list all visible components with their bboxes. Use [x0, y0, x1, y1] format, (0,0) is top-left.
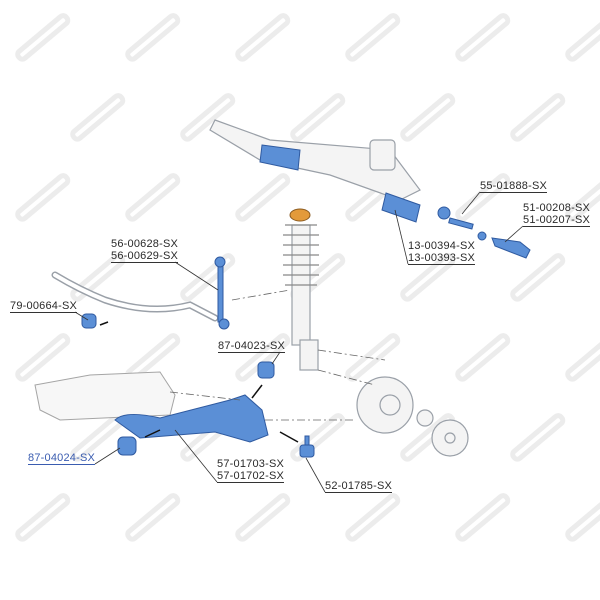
watermark-mark	[455, 333, 511, 382]
watermark-mark	[345, 493, 401, 542]
watermark-mark	[235, 493, 291, 542]
arm-bushing-front	[257, 361, 275, 379]
label-tie-rod: 55-01888-SX	[480, 180, 548, 193]
watermark-mark	[180, 93, 236, 142]
strut-spring	[283, 224, 319, 371]
watermark-mark	[15, 493, 71, 542]
watermark-mark	[290, 93, 346, 142]
watermark-mark	[15, 173, 71, 222]
watermark-mark	[125, 13, 181, 62]
watermark-mark	[70, 93, 126, 142]
watermark-mark	[70, 253, 126, 302]
label-stabilizer-bushing: 79-00664-SX	[10, 300, 78, 313]
part-number: 51-00207-SX	[523, 214, 591, 226]
watermark-mark	[565, 333, 600, 382]
ball-joint	[299, 435, 315, 458]
assembly-arrows	[99, 321, 299, 443]
part-number: 79-00664-SX	[10, 300, 78, 312]
watermark-mark	[125, 173, 181, 222]
watermark-mark	[510, 413, 566, 462]
watermark-mark	[235, 13, 291, 62]
watermark-mark	[510, 253, 566, 302]
stabilizer-bushing	[81, 313, 97, 329]
rack-boot-right	[381, 192, 421, 223]
part-number: 87-04023-SX	[218, 340, 286, 352]
watermark-mark	[510, 93, 566, 142]
control-arm	[114, 394, 269, 443]
watermark-mark	[455, 173, 511, 222]
watermark-mark	[565, 13, 600, 62]
watermark-mark	[400, 413, 456, 462]
stabilizer-bar-inner	[53, 273, 217, 320]
watermark-mark	[235, 333, 291, 382]
part-number: 51-00208-SX	[523, 202, 591, 214]
part-number: 56-00628-SX	[111, 238, 179, 250]
part-number: 57-01703-SX	[217, 458, 285, 470]
steering-rack	[209, 119, 421, 201]
watermark-mark	[180, 253, 236, 302]
part-number: 55-01888-SX	[480, 180, 548, 192]
watermark-mark	[125, 493, 181, 542]
part-number: 56-00629-SX	[111, 250, 179, 262]
watermark-mark	[400, 253, 456, 302]
label-ball-joint: 52-01785-SX	[325, 480, 393, 493]
guide-lines	[169, 289, 386, 421]
strut-mount	[289, 208, 311, 222]
watermark-mark	[565, 173, 600, 222]
arm-bushing-rear	[117, 436, 137, 456]
watermark-mark	[15, 13, 71, 62]
part-number: 52-01785-SX	[325, 480, 393, 492]
watermark-mark	[455, 493, 511, 542]
watermark-mark	[455, 13, 511, 62]
watermark-mark	[345, 333, 401, 382]
leader-lines	[74, 191, 524, 493]
subframe	[34, 371, 176, 421]
part-number: 13-00394-SX	[408, 240, 476, 252]
rack-boot-left	[259, 144, 301, 171]
part-number: 13-00393-SX	[408, 252, 476, 264]
watermark-mark	[345, 13, 401, 62]
watermark-mark	[290, 413, 346, 462]
steering-knuckle	[356, 376, 469, 457]
watermark-mark	[565, 493, 600, 542]
tie-rod	[437, 206, 531, 259]
label-arm-bushing-rear-link[interactable]: 87-04024-SX	[28, 452, 96, 465]
watermark-layer	[15, 13, 600, 542]
watermark-mark	[15, 333, 71, 382]
watermark-mark	[235, 173, 291, 222]
part-number[interactable]: 87-04024-SX	[28, 452, 96, 464]
label-arm-bushing-front: 87-04023-SX	[218, 340, 286, 353]
part-number: 57-01702-SX	[217, 470, 285, 482]
stabilizer-link	[214, 256, 230, 330]
watermark-mark	[400, 93, 456, 142]
